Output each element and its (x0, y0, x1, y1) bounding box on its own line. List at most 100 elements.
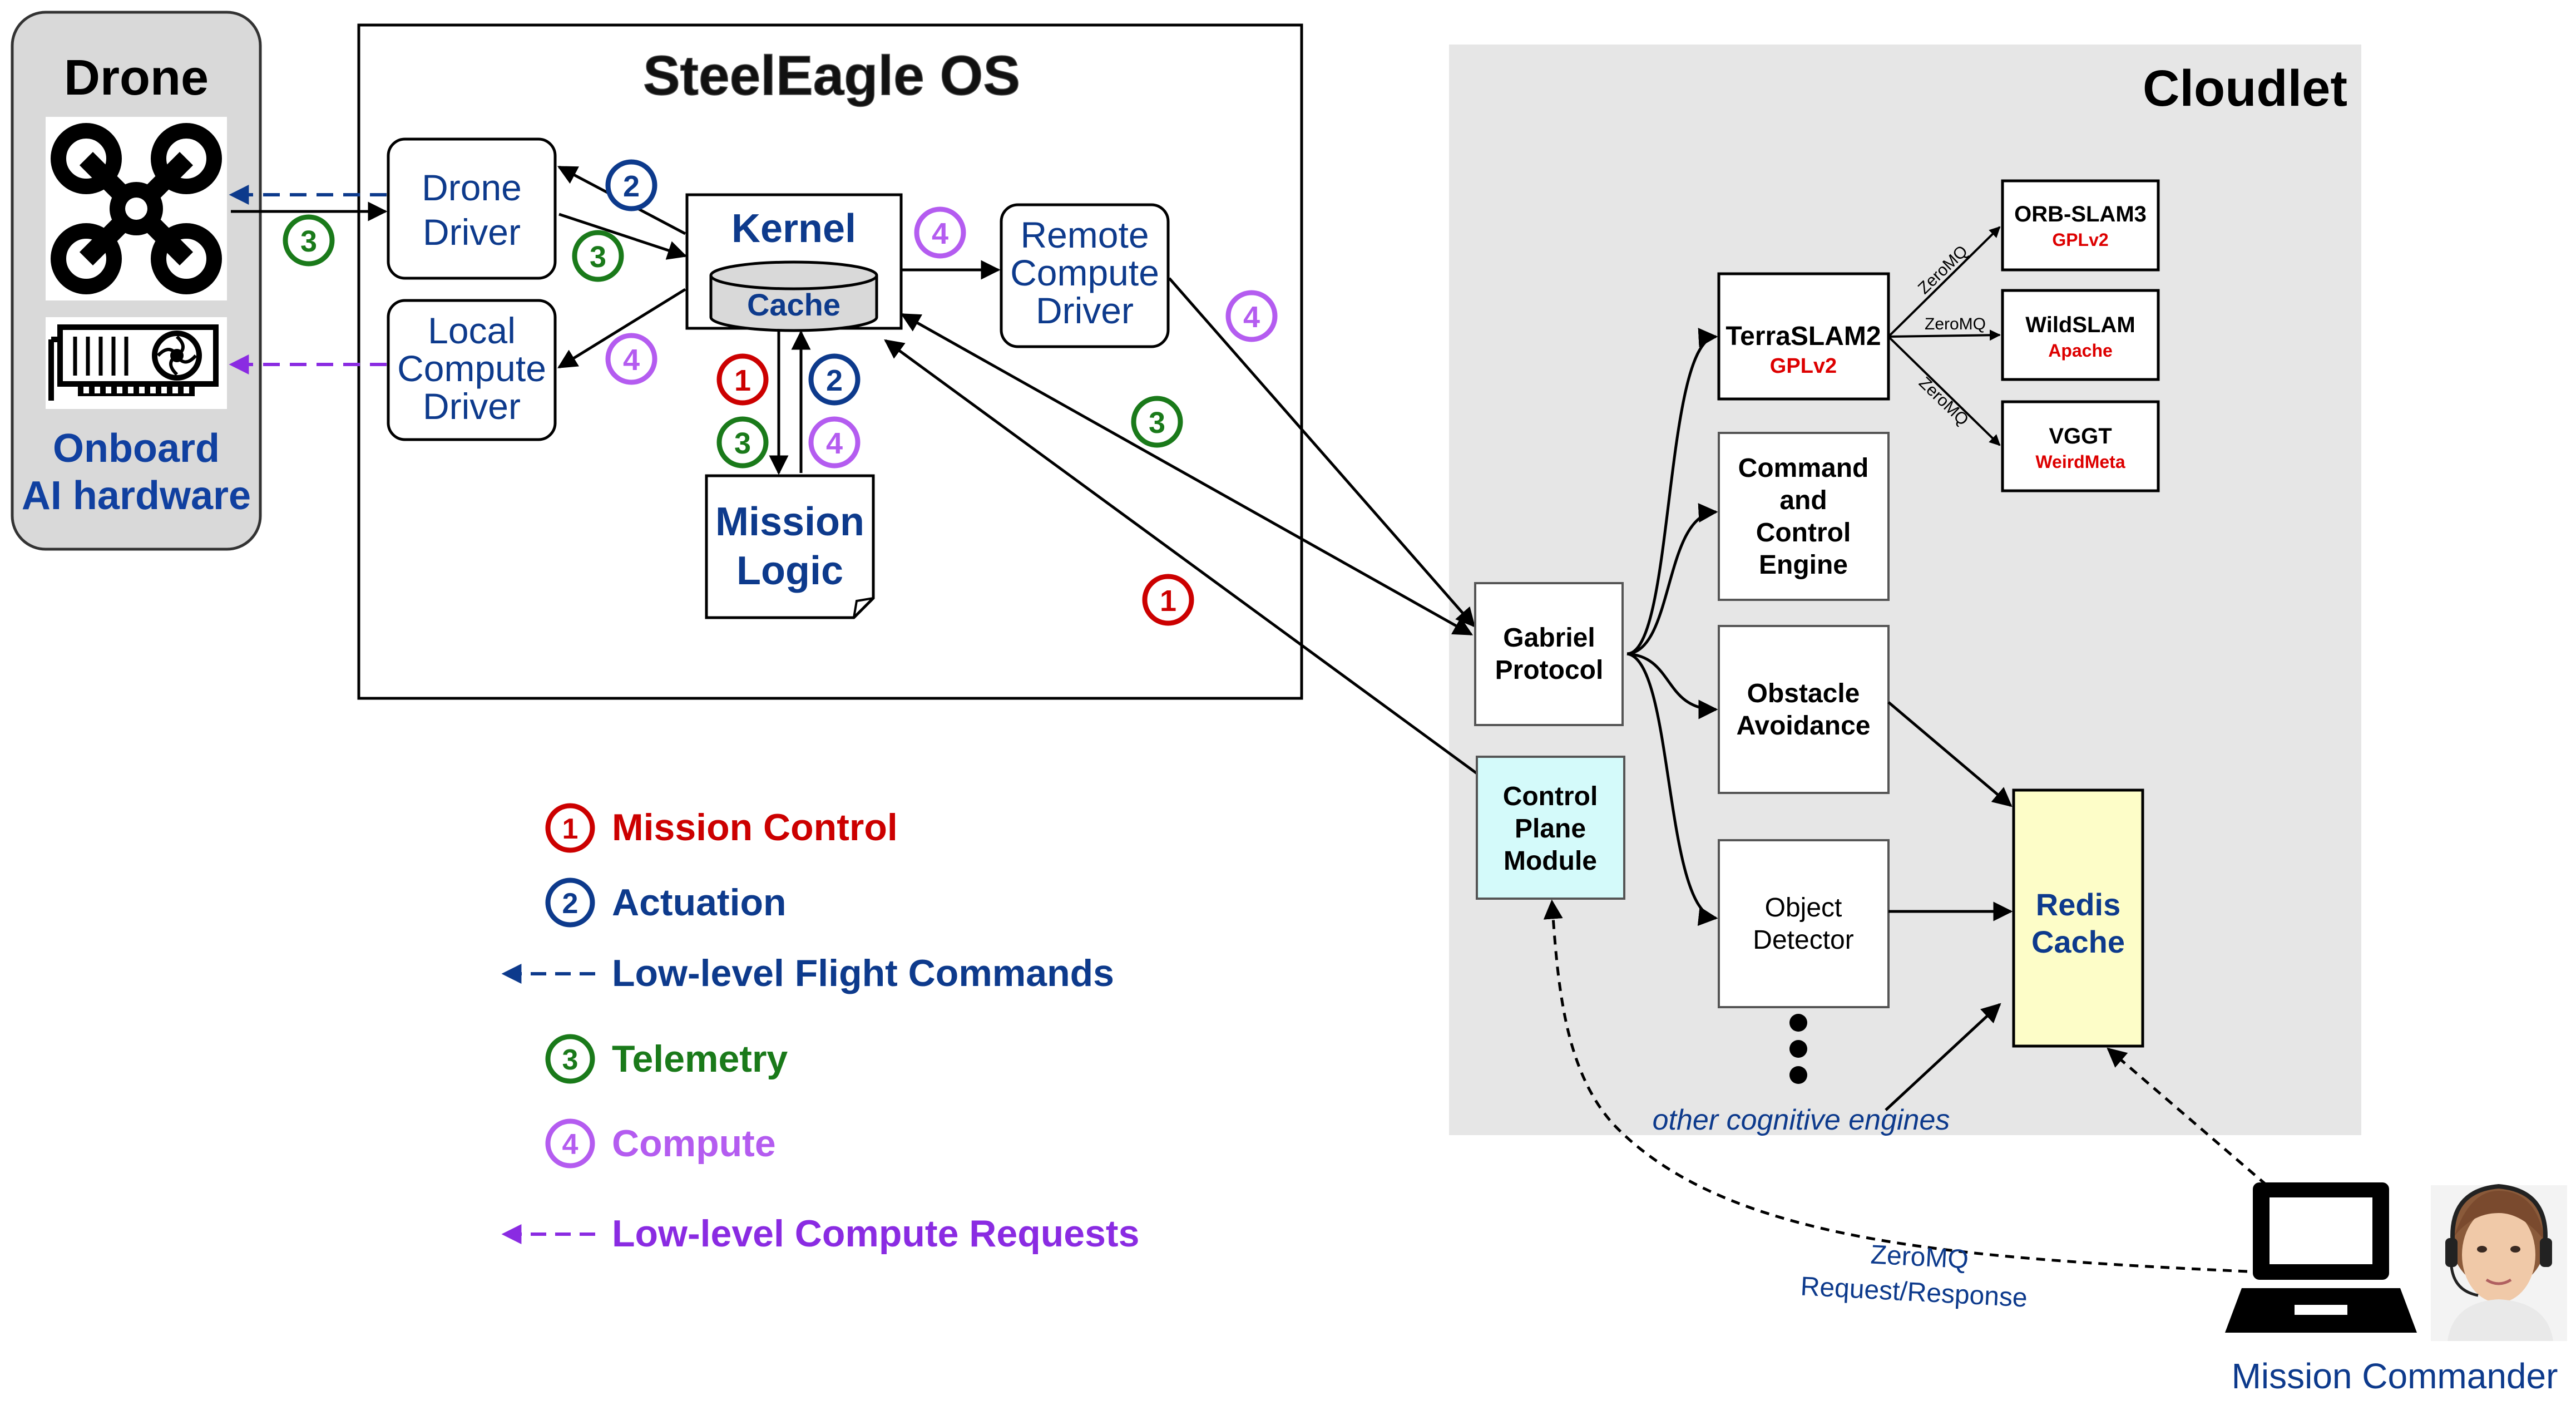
remote-compute-label-1: Remote (1020, 214, 1149, 255)
svg-text:4: 4 (932, 217, 948, 250)
legend: 1 Mission Control 2 Actuation Low-level … (501, 803, 1139, 1255)
ai-hardware-label: AI hardware (22, 474, 251, 518)
badge-compute-logic: 4 (808, 416, 861, 469)
terraslam-box[interactable] (1717, 272, 1890, 401)
vggt-name: VGGT (2049, 424, 2112, 448)
command-control-box[interactable] (1718, 432, 1890, 601)
local-compute-driver-box[interactable] (387, 299, 557, 441)
svg-text:4: 4 (826, 427, 843, 460)
control-plane-label-3: Module (1504, 846, 1597, 876)
drone-driver-label-1: Drone (422, 167, 522, 208)
kernel-label: Kernel (731, 206, 856, 251)
orbslam-box[interactable] (2001, 179, 2160, 272)
steeleagle-arrows (231, 165, 1001, 475)
commander-photo (2431, 1184, 2567, 1341)
gpu-icon (46, 317, 227, 409)
local-compute-label-3: Driver (423, 386, 521, 427)
badge-actuation-driver: 2 (605, 159, 657, 211)
wildslam-license: Apache (2048, 341, 2113, 361)
redis-label-1: Redis (2036, 887, 2121, 922)
terraslam-name: TerraSLAM2 (1725, 322, 1881, 351)
vggt-license: WeirdMeta (2035, 452, 2125, 472)
control-plane-label-1: Control (1503, 782, 1598, 811)
commander-to-control-plane (1543, 899, 2248, 1273)
mission-logic-box[interactable] (705, 474, 875, 619)
obstacle-label-2: Avoidance (1737, 711, 1871, 741)
commander-to-redis (2107, 1047, 2268, 1186)
badge-mission-control-cloud: 1 (1142, 574, 1194, 626)
svg-text:2: 2 (562, 888, 579, 920)
obstacle-label-1: Obstacle (1747, 679, 1860, 708)
svg-text:4: 4 (623, 343, 640, 377)
badge-drone-telemetry: 3 (283, 214, 335, 267)
terraslam-license: GPLv2 (1770, 354, 1837, 378)
mission-logic-label-1: Mission (715, 500, 864, 544)
object-detector-box[interactable] (1718, 839, 1890, 1008)
local-compute-label-1: Local (428, 310, 516, 351)
mission-logic-label-2: Logic (736, 549, 843, 593)
legend-telemetry: 3 Telemetry (545, 1034, 788, 1084)
object-detector-label-1: Object (1765, 893, 1842, 923)
cloud-link-arrows (884, 277, 1478, 775)
drone-driver-box[interactable] (387, 137, 557, 280)
svg-text:1: 1 (562, 813, 579, 845)
vggt-box[interactable] (2001, 400, 2160, 492)
zeromq-label-2: ZeroMQ (1925, 315, 1986, 333)
gabriel-label-2: Protocol (1495, 655, 1604, 685)
local-compute-label-2: Compute (397, 348, 546, 389)
gabriel-box[interactable] (1474, 582, 1624, 726)
legend-compute: 4 Compute (545, 1118, 776, 1169)
badge-compute-cloud: 4 (1225, 290, 1278, 342)
badge-compute-local: 4 (605, 333, 657, 385)
control-plane-box[interactable] (1476, 756, 1625, 900)
request-response-label-1: ZeroMQ (1870, 1240, 1970, 1274)
object-detector-label-2: Detector (1753, 925, 1853, 955)
svg-text:1: 1 (1160, 584, 1176, 618)
laptop-icon (2225, 1182, 2417, 1333)
steeleagle-title: SteelEagle OS (643, 45, 1020, 107)
wildslam-box[interactable] (2001, 289, 2160, 381)
svg-text:2: 2 (623, 170, 640, 203)
legend-mission-control: 1 Mission Control (545, 803, 898, 853)
control-plane-label-2: Plane (1515, 814, 1586, 844)
badge-mission-control-logic: 1 (716, 353, 769, 406)
command-control-label-3: Control (1756, 518, 1851, 548)
command-control-label-4: Engine (1759, 550, 1848, 580)
wildslam-name: WildSLAM (2025, 313, 2135, 337)
obstacle-box[interactable] (1718, 625, 1890, 794)
badge-telemetry-driver: 3 (572, 230, 624, 282)
badge-actuation-logic: 2 (808, 353, 861, 406)
remote-compute-label-3: Driver (1036, 290, 1134, 331)
svg-text:3: 3 (1149, 406, 1165, 440)
legend-compute-requests: Low-level Compute Requests (501, 1212, 1139, 1255)
badge-telemetry-cloud: 3 (1131, 396, 1183, 448)
remote-compute-label-2: Compute (1010, 252, 1159, 293)
legend-flight-commands: Low-level Flight Commands (501, 952, 1114, 994)
svg-text:3: 3 (562, 1044, 579, 1076)
command-control-label-1: Command (1738, 453, 1869, 483)
legend-actuation: 2 Actuation (545, 877, 787, 928)
redis-box[interactable] (2012, 788, 2144, 1048)
svg-text:1: 1 (734, 364, 751, 397)
svg-text:3: 3 (590, 240, 606, 274)
drone-title: Drone (64, 50, 209, 106)
redis-label-2: Cache (2031, 924, 2125, 959)
onboard-label: Onboard (53, 426, 220, 471)
svg-text:4: 4 (562, 1128, 579, 1161)
svg-text:3: 3 (300, 225, 317, 258)
svg-text:4: 4 (1243, 300, 1260, 334)
svg-text:3: 3 (734, 427, 751, 460)
cache-cylinder (709, 260, 878, 332)
badge-telemetry-logic: 3 (716, 416, 769, 469)
command-control-label-2: and (1779, 486, 1827, 515)
more-engines-dots (1789, 1014, 1807, 1084)
drone-driver-label-2: Driver (423, 211, 521, 253)
other-engines-label: other cognitive engines (1653, 1104, 1950, 1136)
cache-label: Cache (747, 287, 840, 322)
svg-text:Mission Control: Mission Control (612, 806, 898, 849)
svg-text:Actuation: Actuation (612, 881, 787, 924)
svg-text:Compute: Compute (612, 1122, 776, 1165)
slam-zeromq-arrows (1887, 226, 2001, 446)
